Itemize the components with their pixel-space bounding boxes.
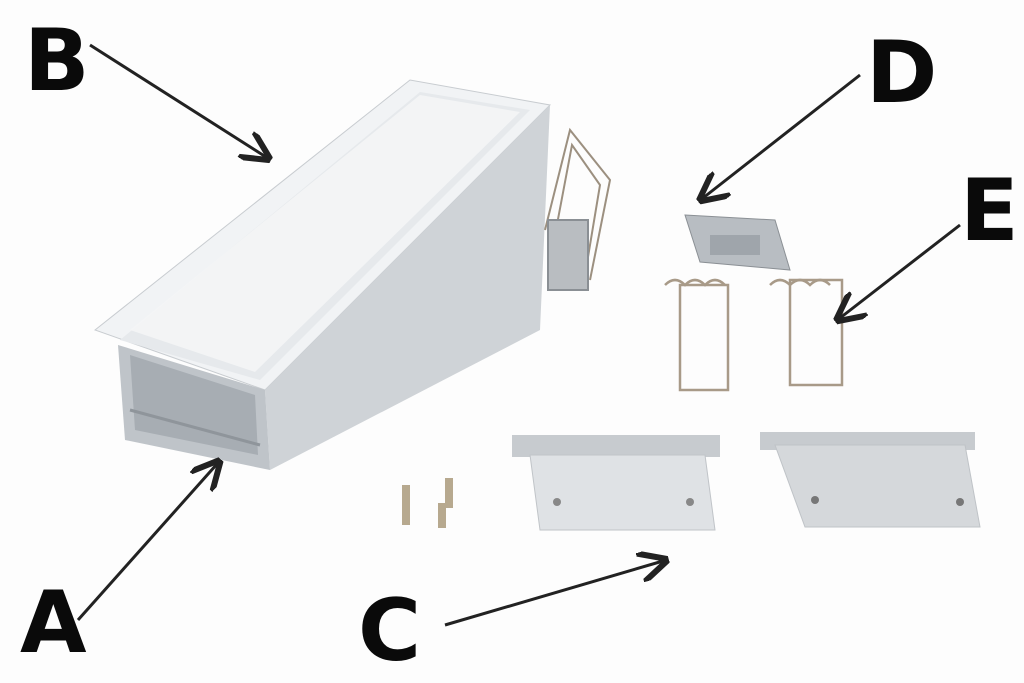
screws [402, 478, 453, 528]
arrow-a [76, 464, 217, 621]
mounting-clip [684, 214, 791, 271]
diffuser-cover [130, 95, 520, 372]
end-caps [512, 432, 981, 531]
arrow-e [840, 223, 961, 318]
hanger-spring-clip [544, 127, 612, 291]
label-a: A [20, 573, 87, 673]
label-e: E [960, 161, 1019, 261]
spring-clips [664, 278, 844, 392]
label-b: B [24, 11, 90, 111]
arrow-b [89, 43, 266, 157]
arrow-d [703, 73, 861, 198]
label-d: D [866, 23, 937, 123]
arrow-c [444, 561, 663, 627]
label-c: C [358, 581, 421, 681]
